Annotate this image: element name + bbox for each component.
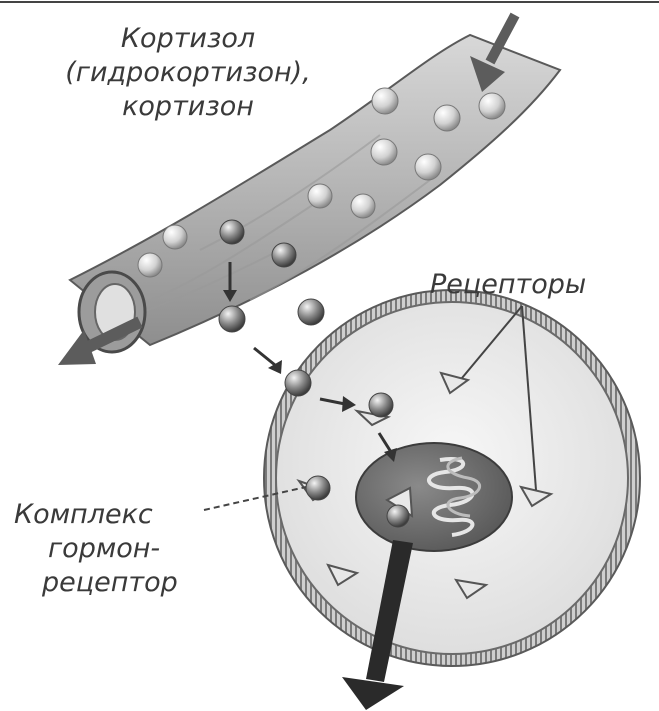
receptors-label: Рецепторы [430, 268, 586, 302]
hormone-label-line3: кортизон [18, 90, 358, 124]
complex-label-line1: Комплекс [14, 498, 178, 532]
hormone-label-line2: (гидрокортизон), [18, 56, 358, 90]
hormone-label-line1: Кортизол [18, 22, 358, 56]
complex-label: Комплекс гормон- рецептор [14, 498, 178, 600]
complex-label-line3: рецептор [14, 566, 178, 600]
complex-label-line2: гормон- [14, 532, 178, 566]
receptors-label-text: Рецепторы [430, 268, 586, 302]
hormone-label: Кортизол (гидрокортизон), кортизон [18, 22, 358, 124]
nucleus [356, 443, 512, 551]
